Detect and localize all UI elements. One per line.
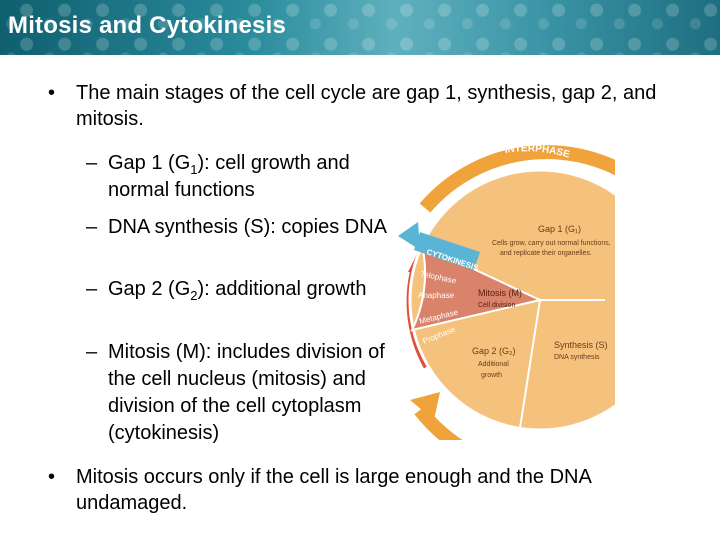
sub-bullet-mitosis: – Mitosis (M): includes division of the … <box>86 339 408 447</box>
anaphase-label: Anaphase <box>418 291 455 300</box>
interphase-arrowhead <box>410 392 440 420</box>
sub-bullet-gap1: – Gap 1 (G1): cell growth and normal fun… <box>86 150 403 204</box>
gap1-text-post: ): cell growth and normal functions <box>108 152 350 201</box>
gap2-text-pre: Gap 2 (G <box>108 278 191 300</box>
dash-marker: – <box>86 278 98 300</box>
gap1-subscript: 1 <box>190 162 198 177</box>
g1-title: Gap 1 (G₁) <box>538 224 581 234</box>
bullet-text: Mitosis occurs only if the cell is large… <box>76 466 591 514</box>
synthesis-text: DNA synthesis (S): copies DNA <box>108 216 387 238</box>
slide-title: Mitosis and Cytokinesis <box>8 12 286 39</box>
bullet-marker: • <box>48 82 56 104</box>
s-desc: DNA synthesis <box>554 354 600 361</box>
bullet-mitosis-condition: • Mitosis occurs only if the cell is lar… <box>48 464 706 516</box>
s-title: Synthesis (S) <box>554 340 608 350</box>
sub-bullet-synthesis: – DNA synthesis (S): copies DNA <box>86 214 403 241</box>
bullet-text: The main stages of the cell cycle are ga… <box>76 82 657 130</box>
mitosis-text: Mitosis (M): includes division of the ce… <box>108 341 385 444</box>
cell-cycle-svg: INTERPHASE MITOSIS CYTOKINESIS Gap 1 (G₁… <box>393 143 714 480</box>
divider-s-g2 <box>519 299 541 429</box>
cell-cycle-diagram: INTERPHASE MITOSIS CYTOKINESIS Gap 1 (G₁… <box>383 140 714 480</box>
bullet-cell-cycle-stages: • The main stages of the cell cycle are … <box>48 80 706 132</box>
g2-desc-2: growth <box>481 372 502 379</box>
cytokinesis-banner <box>414 232 480 270</box>
gap1-text-pre: Gap 1 (G <box>108 152 191 174</box>
mitosis-arc-label: MITOSIS <box>393 324 410 363</box>
m-desc: Cell division <box>478 302 515 309</box>
m-title: Mitosis (M) <box>478 288 522 298</box>
g2-title: Gap 2 (G₂) <box>472 346 516 356</box>
gap2-subscript: 2 <box>190 288 198 303</box>
bullet-marker: • <box>48 466 56 488</box>
dash-marker: – <box>86 216 98 238</box>
g1-desc-2: and replicate their organelles. <box>500 250 592 257</box>
cell-texture-background <box>0 0 720 55</box>
cytokinesis-arrow <box>398 222 420 250</box>
dash-marker: – <box>86 152 98 174</box>
sub-bullet-gap2: – Gap 2 (G2): additional growth <box>86 276 403 303</box>
title-bar: Mitosis and Cytokinesis <box>0 0 720 55</box>
dash-marker: – <box>86 341 98 363</box>
gap2-text-post: ): additional growth <box>197 278 367 300</box>
g1-desc-1: Cells grow, carry out normal functions, <box>492 240 611 247</box>
g2-desc-1: Additional <box>478 361 509 368</box>
